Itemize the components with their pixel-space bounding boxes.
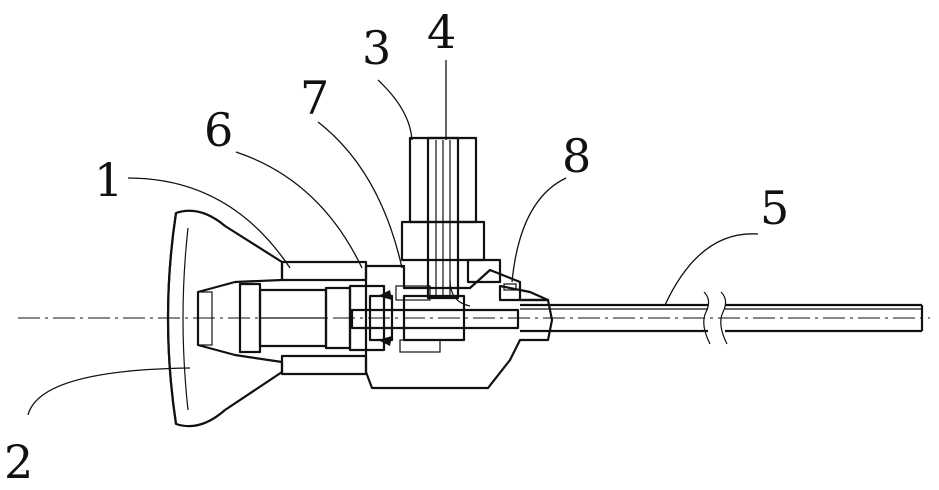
leader-6 xyxy=(236,152,362,268)
inner-rod xyxy=(352,310,518,328)
leader-lines xyxy=(28,60,758,415)
leader-7 xyxy=(318,122,402,268)
leader-8 xyxy=(512,178,566,282)
part-label-3: 3 xyxy=(362,21,391,75)
leader-1 xyxy=(128,178,290,268)
fitting-nut xyxy=(500,284,548,300)
leader-3 xyxy=(378,80,412,140)
part-label-4: 4 xyxy=(427,5,456,59)
part-label-5: 5 xyxy=(760,181,789,235)
part-label-6: 6 xyxy=(204,103,233,157)
part-label-2: 2 xyxy=(4,435,33,489)
part-label-1: 1 xyxy=(94,153,123,207)
part-label-7: 7 xyxy=(300,71,329,125)
light-post xyxy=(402,138,500,306)
leader-2 xyxy=(28,368,190,415)
leader-5 xyxy=(665,234,758,305)
part-label-8: 8 xyxy=(562,129,591,183)
